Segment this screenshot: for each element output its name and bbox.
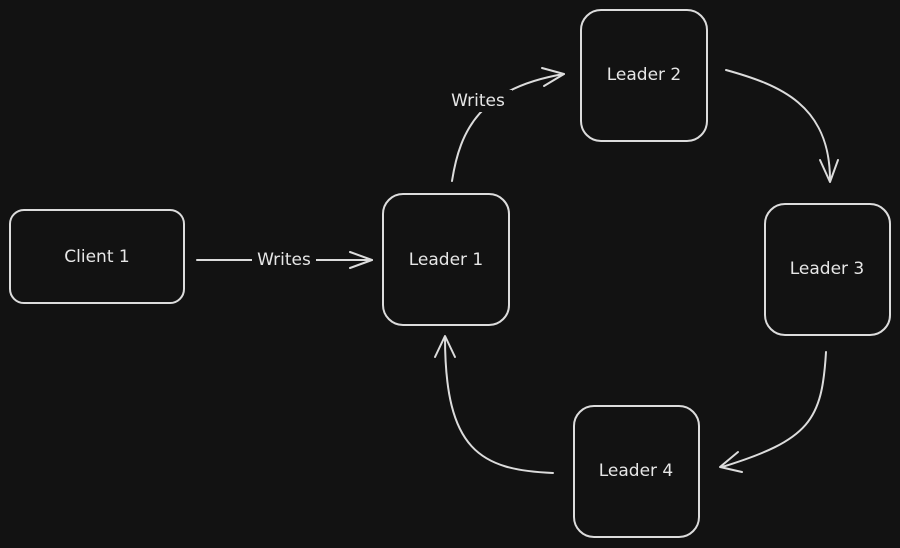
node-box [382, 193, 510, 326]
arrow-line [721, 351, 827, 468]
node-leader-2[interactable]: Leader 2 [580, 9, 708, 142]
arrow-line [451, 73, 565, 182]
arrow-line [444, 336, 554, 474]
node-box [573, 405, 700, 538]
arrowhead [541, 67, 565, 87]
node-leader-4[interactable]: Leader 4 [573, 405, 700, 538]
arrowhead [719, 451, 743, 473]
arrow-line [725, 69, 831, 181]
edge-label-writes-leader: Writes [451, 91, 505, 111]
edge-leader1-to-leader2: Writes [444, 67, 565, 182]
arrowhead [434, 335, 456, 358]
node-box [580, 9, 708, 142]
edge-leader2-to-leader3 [725, 69, 839, 183]
node-box [764, 203, 891, 336]
edge-label-writes-client: Writes [257, 250, 311, 270]
node-leader-3[interactable]: Leader 3 [764, 203, 891, 336]
arrowhead [819, 159, 839, 183]
edge-client1-to-leader1: Writes [196, 249, 373, 271]
node-client-1[interactable]: Client 1 [9, 209, 185, 304]
node-leader-1[interactable]: Leader 1 [382, 193, 510, 326]
node-label-leader-3: Leader 3 [790, 259, 865, 279]
node-label-leader-1: Leader 1 [409, 250, 484, 270]
edge-label-bg [252, 249, 316, 271]
arrowhead [349, 251, 373, 269]
node-box [9, 209, 185, 304]
edge-label-bg [444, 90, 512, 112]
edge-leader3-to-leader4 [719, 351, 827, 473]
node-label-leader-2: Leader 2 [607, 65, 682, 85]
node-label-leader-4: Leader 4 [599, 461, 674, 481]
edge-leader4-to-leader1 [434, 335, 554, 474]
node-label-client-1: Client 1 [64, 247, 129, 267]
